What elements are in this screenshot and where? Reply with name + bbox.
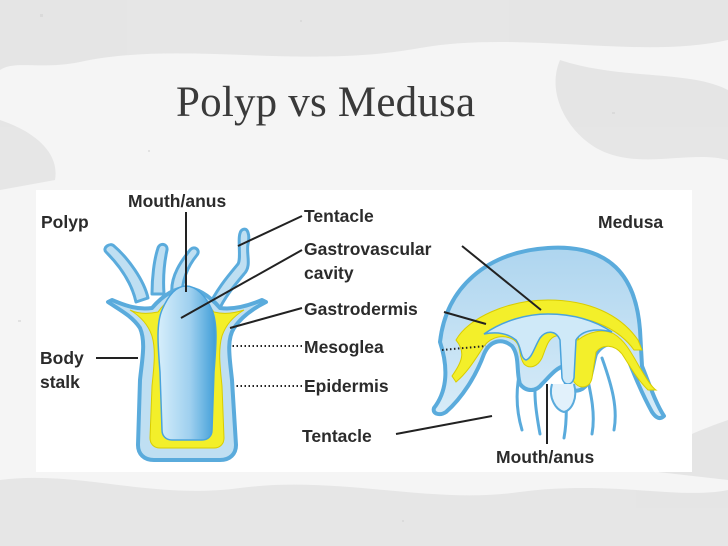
label-body: Body [40, 348, 84, 368]
diagram-panel: Polyp Medusa Mouth/anus Tentacle Gastrov… [36, 190, 692, 472]
label-mesoglea: Mesoglea [304, 337, 384, 357]
polyp-gastrovascular-cavity [157, 285, 217, 441]
medusa-mouth [550, 383, 577, 414]
label-gastrovascular-line1: Gastrovascular [304, 239, 432, 259]
polyp-tentacles [103, 227, 251, 314]
label-stalk: stalk [40, 372, 80, 392]
label-tentacle-top: Tentacle [304, 206, 374, 226]
label-polyp-heading: Polyp [41, 212, 89, 232]
label-epidermis: Epidermis [304, 376, 389, 396]
label-mouth-anus-polyp: Mouth/anus [128, 191, 226, 211]
label-medusa-heading: Medusa [598, 212, 663, 232]
label-pointers [96, 212, 548, 444]
medusa-gastrodermis [451, 299, 658, 391]
slide-title: Polyp vs Medusa [176, 79, 476, 126]
label-mouth-anus-medusa: Mouth/anus [496, 447, 594, 467]
medusa-gastrovascular-cavity [483, 313, 613, 385]
label-tentacle-bottom: Tentacle [302, 426, 372, 446]
polyp-illustration [103, 227, 268, 462]
polyp-medusa-diagram: Polyp Medusa Mouth/anus Tentacle Gastrov… [40, 191, 666, 467]
label-gastrovascular-line2: cavity [304, 263, 354, 283]
medusa-illustration [431, 245, 666, 440]
label-gastrodermis: Gastrodermis [304, 299, 418, 319]
